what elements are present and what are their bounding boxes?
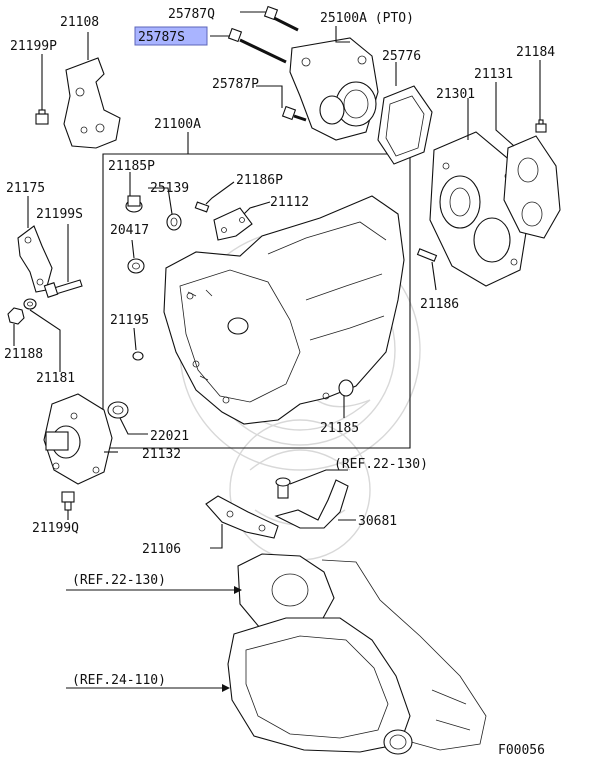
label-21185P[interactable]: 21185P bbox=[108, 159, 155, 174]
bracket-21112[interactable] bbox=[213, 207, 253, 241]
reference-transmission-housing bbox=[227, 553, 487, 755]
bracket-21106[interactable] bbox=[205, 495, 279, 539]
nut-21188[interactable] bbox=[7, 307, 25, 325]
figure-code: F00056 bbox=[498, 743, 545, 758]
label-25139[interactable]: 25139 bbox=[150, 181, 189, 196]
bolt-25787S[interactable] bbox=[227, 27, 287, 64]
adapter-21301[interactable] bbox=[429, 131, 529, 287]
case-callout-frame bbox=[102, 153, 411, 449]
label-21199S[interactable]: 21199S bbox=[36, 207, 83, 222]
label-21199Q[interactable]: 21199Q bbox=[32, 521, 79, 536]
label-21185[interactable]: 21185 bbox=[320, 421, 359, 436]
label-21186P[interactable]: 21186P bbox=[236, 173, 283, 188]
label-21188[interactable]: 21188 bbox=[4, 347, 43, 362]
label-21132[interactable]: 21132 bbox=[142, 447, 181, 462]
label-21199P[interactable]: 21199P bbox=[10, 39, 57, 54]
bolt-21199P[interactable] bbox=[35, 109, 49, 125]
transmission-case-21100A[interactable] bbox=[163, 195, 405, 425]
gasket-21131[interactable] bbox=[503, 135, 561, 239]
bolt-21199S[interactable] bbox=[43, 279, 83, 298]
label-21301[interactable]: 21301 bbox=[436, 87, 475, 102]
washer-21181[interactable] bbox=[23, 298, 37, 310]
plug-21185[interactable] bbox=[338, 379, 354, 397]
bracket-21108[interactable] bbox=[63, 57, 121, 149]
label-21181[interactable]: 21181 bbox=[36, 371, 75, 386]
bracket-30681[interactable] bbox=[274, 477, 349, 529]
bracket-21175[interactable] bbox=[17, 225, 53, 293]
label-25776[interactable]: 25776 bbox=[382, 49, 421, 64]
label-25787P[interactable]: 25787P bbox=[212, 77, 259, 92]
label-21186[interactable]: 21186 bbox=[420, 297, 459, 312]
reference-arrows bbox=[66, 586, 242, 692]
label-21100A[interactable]: 21100A bbox=[154, 117, 201, 132]
label-21108[interactable]: 21108 bbox=[60, 15, 99, 30]
label-21184[interactable]: 21184 bbox=[516, 45, 555, 60]
label-21131[interactable]: 21131 bbox=[474, 67, 513, 82]
label-21195[interactable]: 21195 bbox=[110, 313, 149, 328]
label-21106[interactable]: 21106 bbox=[142, 542, 181, 557]
seal-22021[interactable] bbox=[107, 401, 129, 419]
label-25787Q[interactable]: 25787Q bbox=[168, 7, 215, 22]
highlighted-part-marker bbox=[134, 26, 208, 46]
pto-housing-25100A[interactable] bbox=[289, 37, 379, 141]
label-ref-22-130-b[interactable]: (REF.22-130) bbox=[72, 573, 166, 588]
bolt-25787P[interactable] bbox=[281, 105, 307, 122]
pin-21186P[interactable] bbox=[194, 201, 210, 213]
label-30681[interactable]: 30681 bbox=[358, 514, 397, 529]
plug-21195[interactable] bbox=[132, 351, 144, 361]
bolt-21199Q[interactable] bbox=[61, 491, 75, 511]
pin-21186[interactable] bbox=[416, 248, 438, 262]
bolt-21184[interactable] bbox=[535, 119, 547, 133]
gasket-25776[interactable] bbox=[377, 85, 433, 165]
label-ref-22-130-a[interactable]: (REF.22-130) bbox=[334, 457, 428, 472]
seal-20417[interactable] bbox=[127, 258, 145, 274]
cover-21132[interactable] bbox=[43, 393, 113, 485]
label-21112[interactable]: 21112 bbox=[270, 195, 309, 210]
label-25787S[interactable]: 25787S bbox=[138, 30, 185, 45]
plug-21185P[interactable] bbox=[125, 195, 143, 213]
bolt-25787Q[interactable] bbox=[263, 5, 299, 32]
label-25100A[interactable]: 25100A (PTO) bbox=[320, 11, 414, 26]
label-21175[interactable]: 21175 bbox=[6, 181, 45, 196]
label-ref-24-110[interactable]: (REF.24-110) bbox=[72, 673, 166, 688]
label-20417[interactable]: 20417 bbox=[110, 223, 149, 238]
label-22021[interactable]: 22021 bbox=[150, 429, 189, 444]
seal-25139[interactable] bbox=[166, 213, 182, 231]
